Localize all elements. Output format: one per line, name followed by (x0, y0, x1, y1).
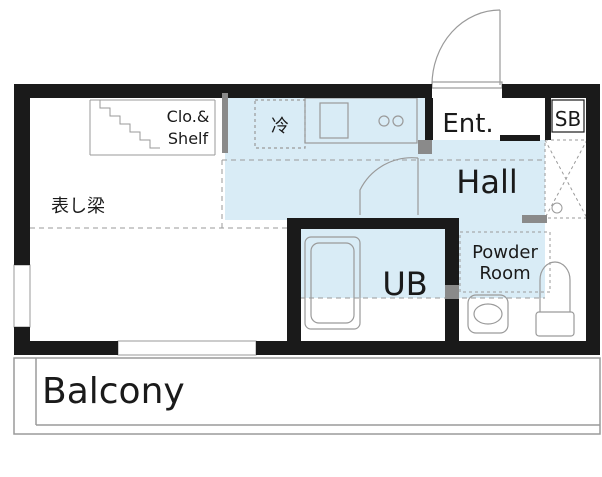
beam-label: 表し梁 (51, 196, 105, 217)
balcony-railing (13, 357, 601, 435)
shoe-box-outline (551, 99, 585, 133)
closet-label: Clo.& (167, 107, 210, 126)
drain-icon (551, 202, 563, 214)
entrance-door[interactable] (431, 9, 503, 89)
balcony (13, 357, 601, 435)
bathtub (304, 236, 361, 330)
gray-column (222, 93, 547, 299)
closet-label: Shelf (168, 129, 209, 148)
vanity-basin (467, 294, 509, 334)
stove-burner (378, 115, 390, 127)
washer-space (459, 231, 551, 293)
toilet (535, 261, 575, 337)
powder-room-label: Powder (472, 242, 538, 263)
hall-door[interactable] (359, 157, 419, 215)
sink (319, 102, 349, 139)
stove-burner (392, 115, 404, 127)
powder-room-label: Room (479, 263, 530, 284)
fridge-label: 冷 (271, 116, 289, 137)
highlight-zone (225, 93, 545, 298)
hall-label: Hall (456, 163, 517, 201)
shoe-box-label: SB (555, 107, 581, 131)
shoe-box (544, 139, 588, 219)
balcony-label: Balcony (42, 371, 185, 412)
stair-hatch (89, 99, 216, 156)
entrance-label: Ent. (442, 109, 493, 139)
dashed-line (30, 159, 545, 299)
walls (14, 84, 600, 355)
bathroom-label: UB (382, 265, 427, 303)
